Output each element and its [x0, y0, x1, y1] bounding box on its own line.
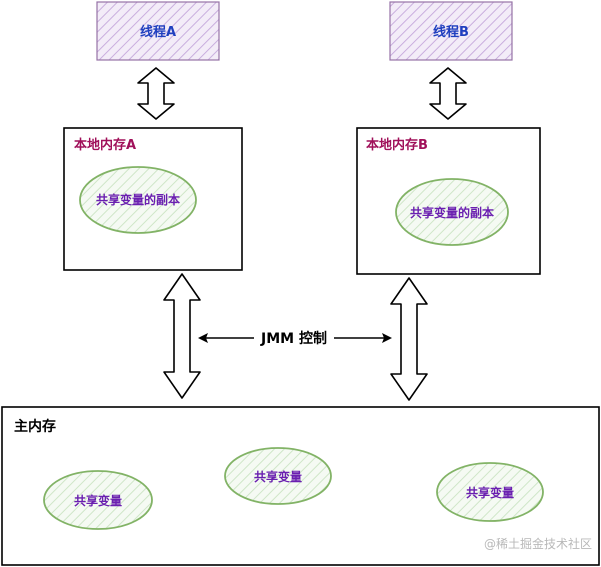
main-memory-variable-3: 共享变量 — [466, 485, 514, 500]
jmm-control-label: JMM 控制 — [260, 330, 327, 347]
thread-a-label: 线程A — [140, 24, 176, 40]
local-b-main-double-arrow — [390, 277, 428, 401]
main-memory-variable-2: 共享变量 — [254, 469, 302, 484]
main-memory-variable-1: 共享变量 — [74, 493, 122, 508]
local-memory-b-copy-label: 共享变量的副本 — [410, 205, 494, 220]
local-memory-a-title: 本地内存A — [74, 137, 136, 153]
jmm-control-connector: JMM 控制 — [198, 330, 392, 347]
thread-a-double-arrow — [137, 67, 175, 120]
thread-a-box: 线程A — [96, 1, 220, 61]
main-memory: 主内存 共享变量 共享变量 共享变量 — [1, 406, 600, 566]
watermark: @稀土掘金技术社区 — [484, 536, 592, 551]
local-memory-a: 本地内存A 共享变量的副本 — [63, 127, 243, 271]
thread-b-double-arrow — [429, 67, 467, 120]
local-memory-b-title: 本地内存B — [366, 137, 428, 153]
local-memory-a-copy-label: 共享变量的副本 — [96, 192, 180, 207]
local-memory-b: 本地内存B 共享变量的副本 — [356, 127, 541, 275]
main-memory-title: 主内存 — [14, 418, 56, 435]
local-a-main-double-arrow — [163, 273, 201, 399]
thread-b-label: 线程B — [433, 24, 469, 40]
thread-b-box: 线程B — [389, 1, 513, 61]
